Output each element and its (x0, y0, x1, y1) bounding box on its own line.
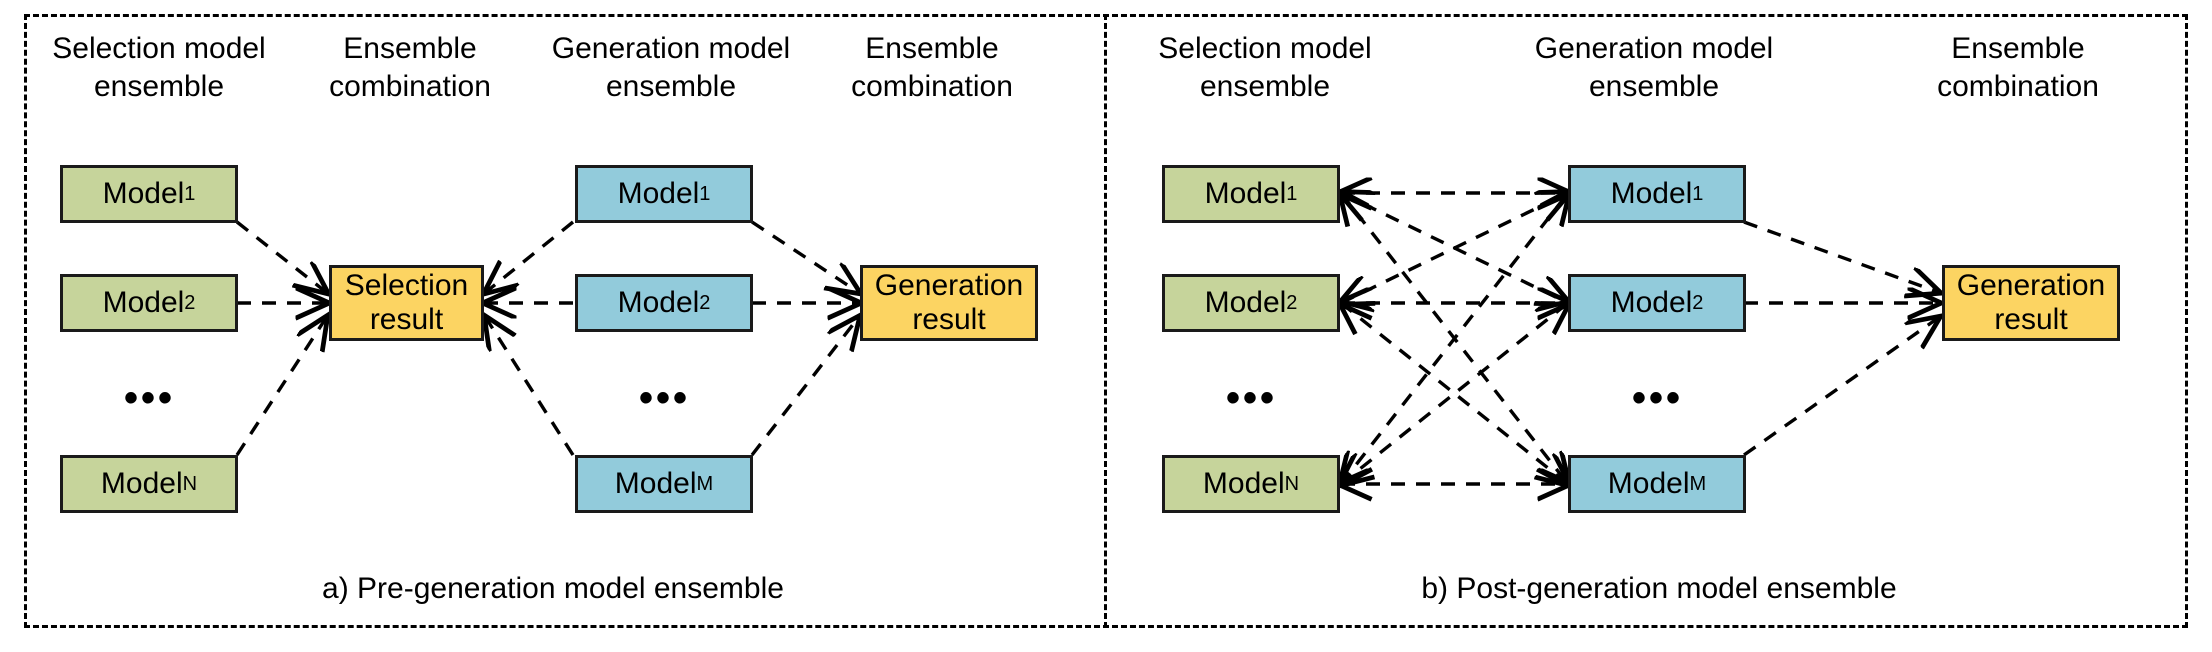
generation-model-1-subscript: 1 (1692, 183, 1704, 205)
selection-model-1-subscript: 1 (1286, 183, 1298, 205)
generation-model-m-subscript: M (696, 473, 714, 495)
selection-model-2-subscript: 2 (184, 292, 196, 314)
header-ensemble-combination-1: Ensemble combination (329, 32, 491, 103)
selection-model-n-subscript: N (1284, 473, 1300, 495)
generation-model-2-subscript: 2 (1692, 292, 1704, 314)
panel-b-caption: b) Post-generation model ensemble (1421, 572, 1897, 605)
generation-model-1-label: Model (1610, 177, 1693, 210)
panel-divider (1104, 14, 1107, 628)
generation-model-1-subscript: 1 (699, 183, 711, 205)
generation-model-m-label: Model (614, 467, 697, 500)
selection-model-1-label: Model (1204, 177, 1287, 210)
selection-model-2-label: Model (1204, 286, 1287, 319)
selection-model-2-label: Model (102, 286, 185, 319)
generation-model-2-label: Model (617, 286, 700, 319)
generation-result: Generation result (1942, 265, 2120, 341)
selection-model-2-subscript: 2 (1286, 292, 1298, 314)
generation-result: Generation result (860, 265, 1038, 341)
generation-model-m-subscript: M (1689, 473, 1707, 495)
header-selection-model-ensemble: Selection model ensemble (52, 32, 266, 103)
generation-models-ellipsis: ••• (639, 376, 691, 420)
header-generation-model-ensemble: Generation model ensemble (1534, 32, 1774, 103)
generation-models-ellipsis: ••• (1632, 376, 1684, 420)
selection-model-n-label: Model (1202, 467, 1285, 500)
selection-model-1-subscript: 1 (184, 183, 196, 205)
selection-models-ellipsis: ••• (1226, 376, 1278, 420)
generation-model-1-label: Model (617, 177, 700, 210)
panel-pre-generation-ensemble: Selection model ensemble Ensemble combin… (52, 32, 1038, 605)
selection-models-ellipsis: ••• (124, 376, 176, 420)
header-selection-model-ensemble: Selection model ensemble (1158, 32, 1372, 103)
selection-result: Selection result (329, 265, 484, 341)
selection-model-1-label: Model (102, 177, 185, 210)
selection-model-n-subscript: N (182, 473, 198, 495)
generation-model-m-label: Model (1607, 467, 1690, 500)
selection-model-n-label: Model (100, 467, 183, 500)
panel-a-caption: a) Pre-generation model ensemble (322, 572, 784, 605)
generation-model-2-subscript: 2 (699, 292, 711, 314)
header-ensemble-combination-2: Ensemble combination (851, 32, 1013, 103)
generation-model-2-label: Model (1610, 286, 1693, 319)
panel-post-generation-ensemble: Selection model ensemble Generation mode… (1106, 0, 2212, 652)
header-ensemble-combination: Ensemble combination (1937, 32, 2099, 103)
header-generation-model-ensemble: Generation model ensemble (551, 32, 791, 103)
